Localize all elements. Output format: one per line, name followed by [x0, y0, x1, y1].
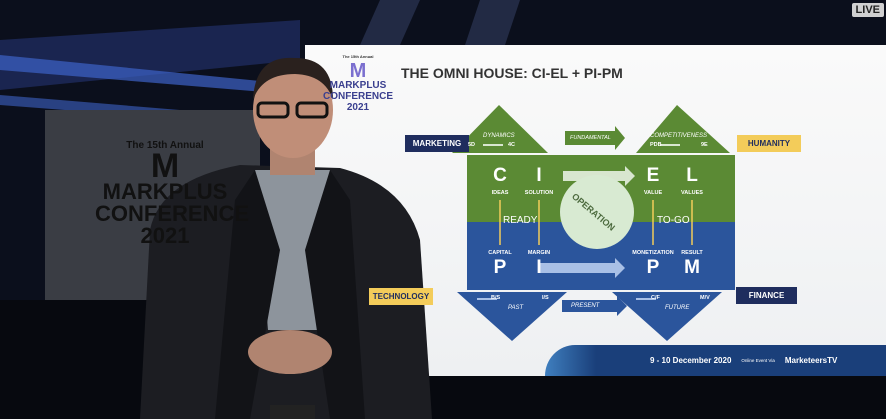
upper-letter: E — [646, 165, 660, 186]
label-technology: TECHNOLOGY — [369, 288, 433, 305]
event-dates: 9 - 10 December 2020 — [650, 356, 732, 365]
lower-word: MARGIN — [527, 250, 551, 256]
fundamental-label: FUNDAMENTAL — [570, 135, 611, 141]
omni-house-diagram — [452, 105, 735, 341]
operation-circle — [560, 175, 634, 249]
logo-annual: The 15th Annual — [342, 54, 374, 59]
competitiveness-b: 9E — [701, 142, 708, 148]
online-via: Online Event Via — [741, 358, 775, 363]
bottom-left-triangle — [457, 292, 567, 341]
upper-letter: I — [536, 165, 542, 186]
logo-line1: MARKPLUS — [329, 80, 387, 91]
competitiveness-a: PDB — [650, 142, 662, 148]
lower-word: MONETIZATION — [632, 250, 674, 256]
label-humanity: HUMANITY — [737, 135, 801, 152]
upper-word: VALUES — [681, 190, 703, 196]
lower-word: RESULT — [681, 250, 703, 256]
dynamics-b: 4C — [508, 142, 516, 148]
dynamics-a: 5D — [468, 142, 476, 148]
label-finance: FINANCE — [736, 287, 797, 304]
is-label: I/S — [542, 295, 549, 301]
lower-letter: M — [684, 257, 700, 278]
yellow-arrows — [499, 200, 693, 245]
logo-line2: CONFERENCE — [323, 91, 394, 102]
present-label: PRESENT — [571, 303, 600, 309]
lower-word: CAPITAL — [488, 250, 512, 256]
conference-logo: The 15th Annual M MARKPLUS CONFERENCE 20… — [323, 51, 393, 113]
live-badge: LIVE — [851, 3, 884, 17]
future-label: FUTURE — [665, 305, 690, 311]
upper-word: IDEAS — [491, 190, 509, 196]
bs-label: B/S — [491, 295, 501, 301]
togo-label: TO-GO — [657, 215, 690, 226]
logo-year: 2021 — [346, 102, 370, 113]
fundamental-arrow — [565, 126, 625, 150]
upper-word: VALUE — [643, 190, 663, 196]
slide-title: THE OMNI HOUSE: CI-EL + PI-PM — [401, 65, 623, 81]
backdrop-annual: The 15th Annual — [126, 140, 204, 151]
mv-label: M/V — [700, 295, 710, 301]
backdrop-m: M — [150, 147, 180, 185]
backdrop-line2: CONFERENCE — [95, 201, 250, 226]
cf-label: C/F — [651, 295, 660, 301]
upper-letter: L — [686, 165, 698, 186]
label-marketing: MARKETING — [405, 135, 469, 152]
present-arrow — [562, 296, 627, 316]
upper-word: SOLUTION — [524, 190, 554, 196]
top-left-triangle — [452, 105, 548, 153]
backdrop-sign: The 15th Annual M MARKPLUS CONFERENCE 20… — [95, 140, 250, 248]
lower-letter: I — [536, 257, 542, 278]
lower-letter: P — [646, 257, 660, 278]
bottom-right-triangle — [612, 292, 722, 341]
backdrop-year: 2021 — [140, 223, 190, 248]
past-label: PAST — [508, 305, 524, 311]
ready-label: READY — [503, 215, 538, 226]
lower-arrow — [540, 258, 625, 278]
lower-letter: P — [493, 257, 507, 278]
backdrop-line1: MARKPLUS — [102, 179, 228, 204]
slide-footer: 9 - 10 December 2020 Online Event Via Ma… — [545, 345, 886, 376]
competitiveness-label: COMPETITIVENESS — [650, 133, 708, 139]
logo-m: M — [349, 60, 367, 82]
top-right-triangle — [636, 105, 730, 153]
dynamics-label: DYNAMICS — [483, 133, 515, 139]
upper-letter: C — [493, 165, 507, 186]
marketeers-logo: MarketeersTV — [784, 356, 838, 365]
